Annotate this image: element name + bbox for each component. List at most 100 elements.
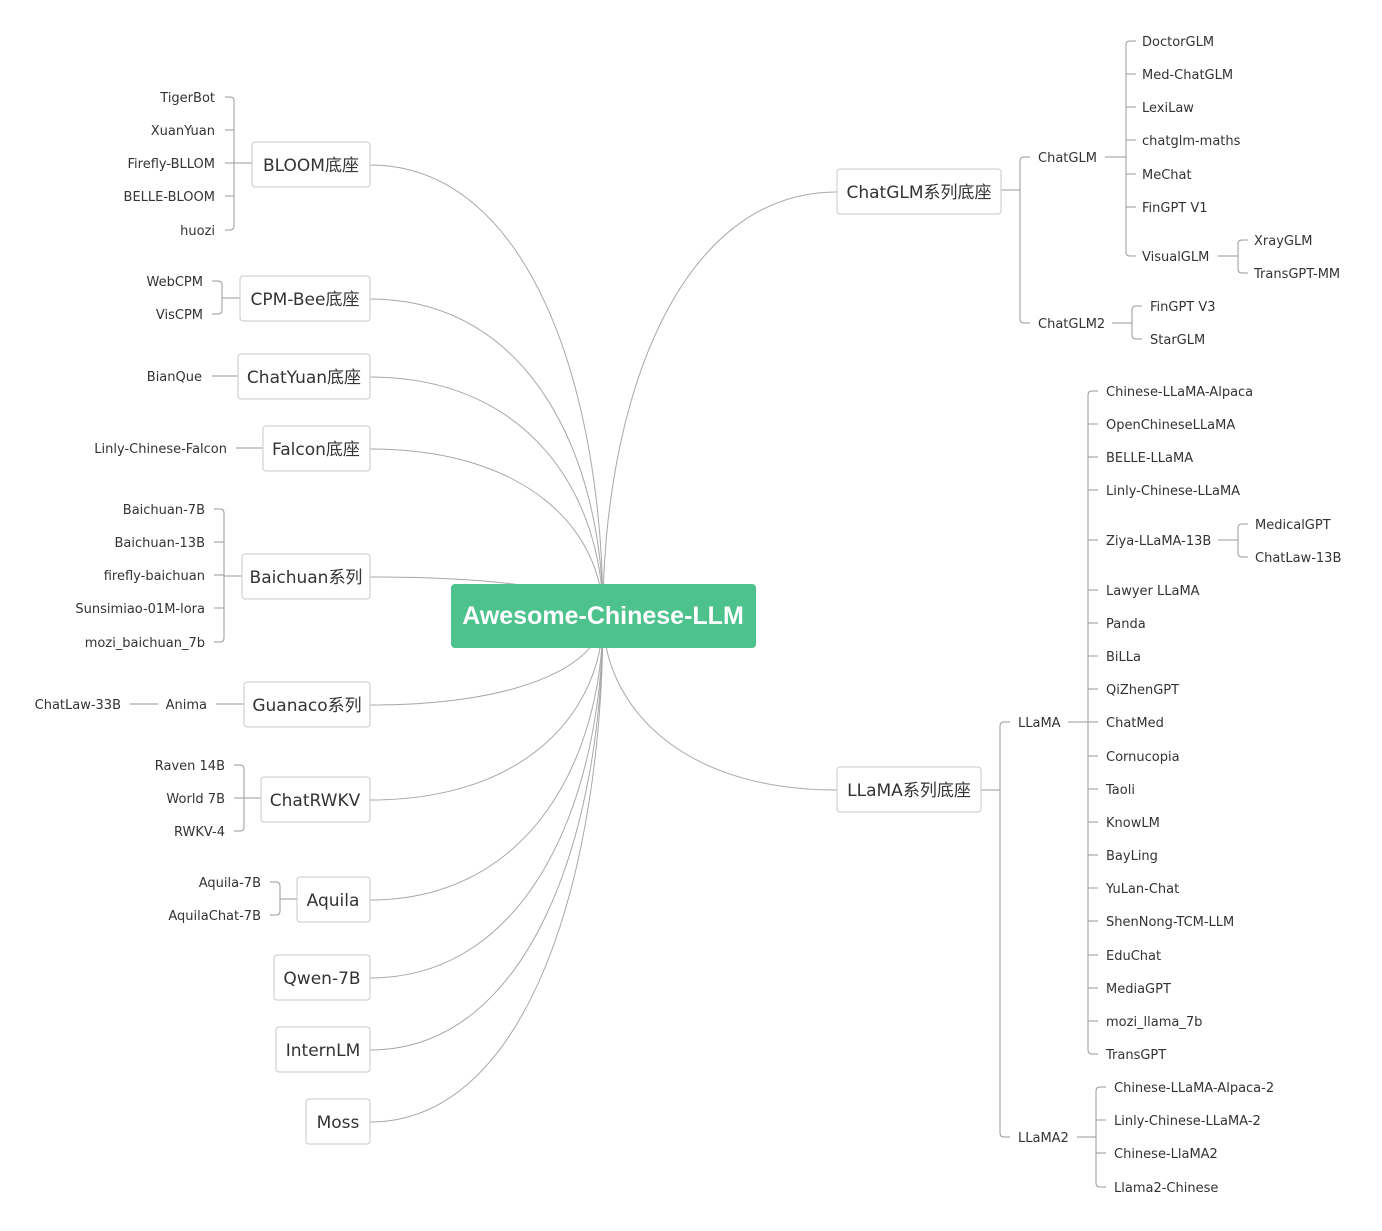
leaf-node[interactable]: ChatLaw-13B <box>1255 551 1341 566</box>
leaf-node[interactable]: BELLE-BLOOM <box>124 190 215 205</box>
leaf-node[interactable]: EduChat <box>1106 949 1161 964</box>
branch-qwen[interactable]: Qwen-7B <box>273 954 371 1001</box>
branch-guanaco[interactable]: Guanaco系列 <box>243 681 371 728</box>
leaf-node[interactable]: VisCPM <box>156 308 203 323</box>
bracket-branch <box>270 910 281 916</box>
branch-label: Qwen-7B <box>283 969 360 989</box>
leaf-node[interactable]: StarGLM <box>1150 333 1205 348</box>
branch-label: Guanaco系列 <box>252 696 361 716</box>
leaf-node[interactable]: huozi <box>180 224 215 239</box>
branch-llama-series[interactable]: LLaMA系列底座 <box>836 766 982 813</box>
leaf-node[interactable]: BELLE-LLaMA <box>1106 451 1193 466</box>
leaf-node[interactable]: WebCPM <box>147 275 203 290</box>
leaf-node[interactable]: Anima <box>166 698 207 713</box>
leaf-node[interactable]: Firefly-BLLOM <box>128 157 215 172</box>
leaf-node[interactable]: OpenChineseLLaMA <box>1106 418 1235 433</box>
branch-chatrwkv[interactable]: ChatRWKV <box>260 776 371 823</box>
bracket-branch <box>999 721 1010 727</box>
leaves-guanaco: Anima ChatLaw-33B <box>35 698 207 713</box>
leaf-node[interactable]: Baichuan-13B <box>115 536 205 551</box>
leaf-node[interactable]: Med-ChatGLM <box>1142 68 1233 83</box>
leaf-node[interactable]: Chinese-LLaMA-Alpaca-2 <box>1114 1081 1274 1096</box>
leaf-node[interactable]: RWKV-4 <box>174 825 225 840</box>
leaf-node[interactable]: MeChat <box>1142 168 1192 183</box>
leaf-node[interactable]: firefly-baichuan <box>104 569 205 584</box>
leaf-node[interactable]: chatglm-maths <box>1142 134 1241 149</box>
branch-curve <box>369 298 604 617</box>
leaves-chatyuan: BianQue <box>147 370 202 385</box>
leaf-node[interactable]: ShenNong-TCM-LLM <box>1106 915 1234 930</box>
leaf-node[interactable]: Ziya-LLaMA-13B <box>1106 534 1211 549</box>
leaf-node[interactable]: Lawyer LLaMA <box>1106 584 1200 599</box>
branch-curve <box>369 615 604 801</box>
leaf-node[interactable]: KnowLM <box>1106 816 1160 831</box>
leaves-cpm-bee: WebCPM VisCPM <box>147 275 203 323</box>
branch-label: ChatRWKV <box>270 791 361 811</box>
leaf-node[interactable]: QiZhenGPT <box>1106 683 1179 698</box>
leaf-node[interactable]: ChatMed <box>1106 716 1164 731</box>
leaf-node[interactable]: YuLan-Chat <box>1105 882 1179 897</box>
leaf-node[interactable]: TransGPT <box>1105 1048 1166 1063</box>
leaf-node[interactable]: XrayGLM <box>1254 234 1312 249</box>
leaf-node[interactable]: Baichuan-7B <box>123 503 205 518</box>
leaf-node[interactable]: Chinese-LlaMA2 <box>1114 1147 1218 1162</box>
leaf-node[interactable]: XuanYuan <box>151 124 215 139</box>
connectors <box>130 40 1248 1188</box>
leaf-node[interactable]: Panda <box>1106 617 1146 632</box>
leaf-node[interactable]: Sunsimiao-01M-lora <box>75 602 205 617</box>
branch-moss[interactable]: Moss <box>305 1098 371 1145</box>
branch-chatglm-series[interactable]: ChatGLM系列底座 <box>836 168 1002 215</box>
bracket-branch <box>1237 523 1248 529</box>
leaf-node[interactable]: Linly-Chinese-Falcon <box>94 442 227 457</box>
branch-curve <box>369 164 604 617</box>
group-node[interactable]: ChatGLM <box>1038 151 1097 166</box>
branch-chatyuan[interactable]: ChatYuan底座 <box>237 353 371 400</box>
leaf-node[interactable]: Llama2-Chinese <box>1114 1181 1218 1196</box>
leaf-node[interactable]: mozi_baichuan_7b <box>85 636 205 651</box>
group-node[interactable]: LLaMA2 <box>1018 1131 1069 1146</box>
leaf-node[interactable]: FinGPT V1 <box>1142 201 1208 216</box>
branch-falcon[interactable]: Falcon底座 <box>262 425 371 472</box>
root-node[interactable]: Awesome-Chinese-LLM <box>451 584 756 648</box>
group-node[interactable]: ChatGLM2 <box>1038 317 1105 332</box>
leaf-node[interactable]: TigerBot <box>159 91 215 106</box>
leaf-node[interactable]: Raven 14B <box>155 759 225 774</box>
leaf-node[interactable]: MediaGPT <box>1106 982 1171 997</box>
bracket-branch <box>214 637 225 643</box>
leaf-node[interactable]: TransGPT-MM <box>1253 267 1340 282</box>
bracket-branch <box>1131 305 1142 311</box>
group-node[interactable]: LLaMA <box>1018 716 1061 731</box>
branch-bloom[interactable]: BLOOM底座 <box>251 141 371 188</box>
bracket-branch <box>214 508 225 514</box>
bracket-branch <box>1131 334 1142 340</box>
leaf-node[interactable]: BiLLa <box>1106 650 1141 665</box>
leaf-node[interactable]: World 7B <box>166 792 225 807</box>
branch-internlm[interactable]: InternLM <box>275 1026 371 1073</box>
branch-baichuan[interactable]: Baichuan系列 <box>241 553 371 600</box>
leaf-node[interactable]: Linly-Chinese-LLaMA <box>1106 484 1240 499</box>
leaves-bloom: TigerBot XuanYuan Firefly-BLLOM BELLE-BL… <box>124 91 215 239</box>
leaf-node[interactable]: LexiLaw <box>1142 101 1194 116</box>
leaf-node[interactable]: VisualGLM <box>1142 250 1209 265</box>
leaf-node[interactable]: mozi_llama_7b <box>1106 1015 1202 1030</box>
leaf-node[interactable]: Chinese-LLaMA-Alpaca <box>1106 385 1253 400</box>
leaf-node[interactable]: BianQue <box>147 370 202 385</box>
bracket-branch <box>1237 552 1248 558</box>
leaf-node[interactable]: ChatLaw-33B <box>35 698 121 713</box>
leaves-chatrwkv: Raven 14B World 7B RWKV-4 <box>155 759 225 840</box>
bracket-branch <box>1237 268 1248 274</box>
branch-cpm-bee[interactable]: CPM-Bee底座 <box>239 275 371 322</box>
leaves-baichuan: Baichuan-7B Baichuan-13B firefly-baichua… <box>75 503 205 651</box>
leaf-node[interactable]: MedicalGPT <box>1255 518 1331 533</box>
branch-label: Baichuan系列 <box>250 568 363 588</box>
leaf-node[interactable]: DoctorGLM <box>1142 35 1214 50</box>
leaf-node[interactable]: AquilaChat-7B <box>168 909 261 924</box>
leaf-node[interactable]: Cornucopia <box>1106 750 1180 765</box>
branch-label: ChatGLM系列底座 <box>846 183 991 203</box>
leaf-node[interactable]: Taoli <box>1105 783 1135 798</box>
leaf-node[interactable]: Linly-Chinese-LLaMA-2 <box>1114 1114 1261 1129</box>
branch-aquila[interactable]: Aquila <box>296 876 371 923</box>
leaf-node[interactable]: Aquila-7B <box>199 876 261 891</box>
leaf-node[interactable]: BayLing <box>1106 849 1158 864</box>
leaf-node[interactable]: FinGPT V3 <box>1150 300 1216 315</box>
